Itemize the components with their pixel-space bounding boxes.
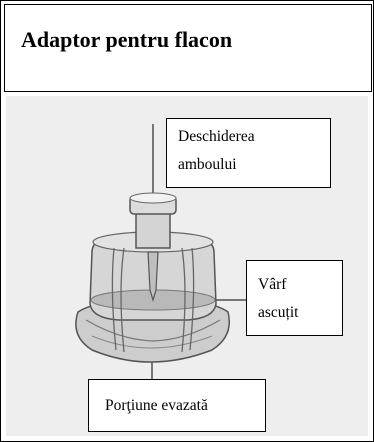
- callout-spike-line-1: Vârf: [258, 276, 287, 293]
- callout-spike-tip: Vârf ascuțit: [246, 260, 343, 336]
- callout-luer-opening: Deschiderea amboului: [166, 118, 331, 188]
- callout-flared-portion: Porţiune evazată: [88, 379, 266, 432]
- callout-spike-line-2: ascuțit: [258, 304, 299, 321]
- callout-luer-line-1: Deschiderea: [178, 128, 255, 145]
- title-box: Adaptor pentru flacon: [4, 4, 372, 92]
- adapter-fingers: [111, 247, 195, 353]
- luer-port: [129, 192, 177, 249]
- callout-luer-line-2: amboului: [178, 156, 237, 173]
- spike: [147, 251, 159, 303]
- page-title: Adaptor pentru flacon: [21, 27, 233, 52]
- callout-flare-label: Porţiune evazată: [105, 397, 208, 414]
